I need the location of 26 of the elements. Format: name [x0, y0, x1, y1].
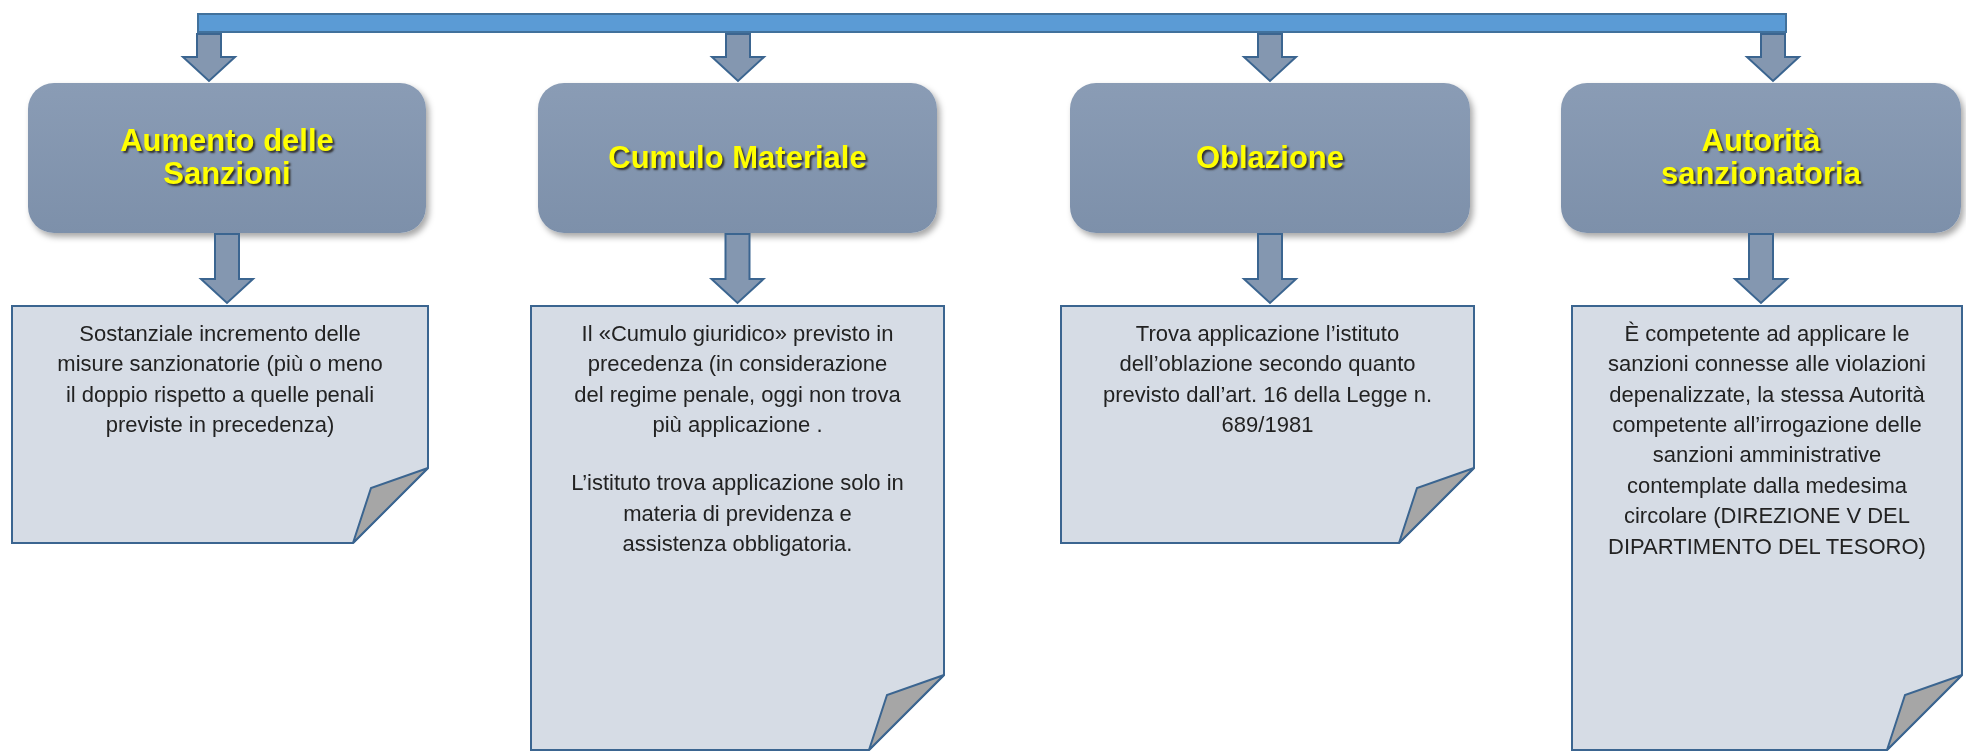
block-arrow — [1732, 233, 1790, 305]
title-box — [538, 83, 937, 233]
block-arrow — [1241, 33, 1299, 83]
note-box — [530, 305, 945, 751]
title-text: Cumulo Materiale — [607, 141, 868, 175]
block-arrow — [180, 33, 238, 83]
note-text: Il «Cumulo giuridico» previsto in precedenza (in considerazione del regime penale, oggi non trova più applicazione . — [573, 320, 902, 440]
title-box — [28, 83, 426, 233]
note-text: È competente ad applicare le sanzioni connesse alle violazioni depenalizzate, la stessa Autorità competente all’irrogazione delle sanzioni amministrative contemplate dalla medesima circolare (DIREZIONE V DEL DIPARTIMENTO DEL TESORO) — [1607, 320, 1927, 561]
block-arrow — [708, 233, 767, 305]
block-arrow — [1744, 33, 1802, 83]
note-box — [1571, 305, 1963, 751]
top-bar — [197, 13, 1787, 33]
title-text: Autorità sanzionatoria — [1660, 125, 1863, 191]
note-box — [1060, 305, 1475, 544]
title-text: Aumento delle Sanzioni — [119, 125, 335, 191]
title-text: Oblazione — [1194, 141, 1346, 175]
block-arrow — [709, 33, 767, 83]
note-text: Sostanziale incremento delle misure sanzionatorie (più o meno il doppio rispetto a quelle penali previste in precedenza) — [56, 320, 384, 440]
block-arrow — [198, 233, 256, 305]
title-box — [1561, 83, 1961, 233]
note-box — [11, 305, 429, 544]
note-text: Trova applicazione l’istituto dell’oblazione secondo quanto previsto dall’art. 16 della Legge n. 689/1981 — [1102, 320, 1433, 440]
title-box — [1070, 83, 1470, 233]
note-text: L’istituto trova applicazione solo in materia di previdenza e assistenza obbligatoria. — [570, 469, 905, 559]
block-arrow — [1241, 233, 1299, 305]
